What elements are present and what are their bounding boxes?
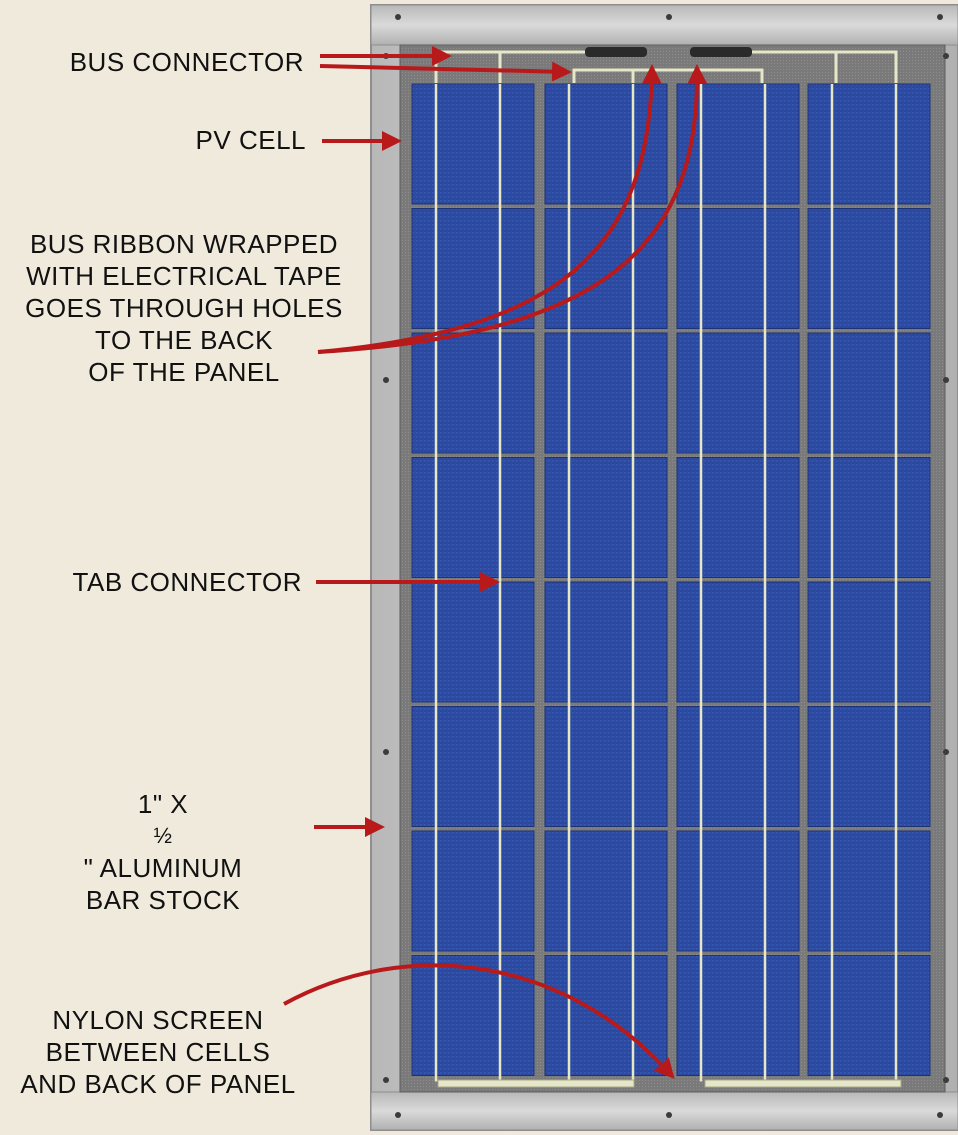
nylon-screen-line-1: NYLON SCREEN [52, 1005, 264, 1035]
pv-cell-grid [411, 83, 931, 1076]
pv-cell [676, 955, 800, 1076]
pv-cell [544, 581, 668, 703]
pv-cell [676, 706, 800, 827]
bus-ribbon-line-2: WITH ELECTRICAL TAPE [26, 261, 342, 291]
label-aluminum-bar-stock: 1" X ½ " ALUMINUM BAR STOCK [8, 788, 318, 916]
pv-cell [411, 581, 535, 703]
tab-connector-ribbons [434, 84, 898, 1082]
label-pv-cell: PV CELL [195, 125, 306, 155]
label-tab-connector: TAB CONNECTOR [72, 567, 302, 597]
bus-connector-tapes [585, 47, 752, 57]
pv-cell [544, 332, 668, 454]
pv-cell [676, 457, 800, 578]
callout-arrows [283, 46, 708, 1079]
pv-cell [807, 955, 931, 1076]
pv-cell [411, 83, 535, 205]
aluminum-line-2: BAR STOCK [85, 885, 241, 915]
pv-cell [676, 332, 800, 454]
pv-cell [807, 706, 931, 827]
pv-cell [676, 581, 800, 703]
arrow-bus-ribbon-1 [317, 64, 662, 354]
arrow-bus-connector-2 [319, 61, 572, 82]
label-nylon-screen: NYLON SCREEN BETWEEN CELLS AND BACK OF P… [4, 1004, 312, 1100]
pv-cell [411, 208, 535, 329]
pv-cell [544, 955, 668, 1076]
bus-ribbon-line-5: OF THE PANEL [88, 357, 280, 387]
bus-ribbon-line-3: GOES THROUGH HOLES [25, 293, 343, 323]
nylon-screen-line-2: BETWEEN CELLS [45, 1037, 271, 1067]
aluminum-line-1-suffix: " ALUMINUM [83, 853, 243, 883]
pv-cell [676, 830, 800, 952]
pv-cell [807, 332, 931, 454]
pv-cell [411, 830, 535, 952]
pv-cell [411, 332, 535, 454]
aluminum-fraction: ½ [153, 823, 173, 848]
pv-cell [807, 830, 931, 952]
pv-cell [411, 457, 535, 578]
pv-cell [411, 706, 535, 827]
label-bus-connector: BUS CONNECTOR [69, 47, 304, 77]
pv-cell [544, 706, 668, 827]
pv-cell [807, 581, 931, 703]
arrow-nylon-screen [283, 963, 675, 1079]
pv-cell [544, 208, 668, 329]
pv-cell [807, 83, 931, 205]
arrow-bus-ribbon-2 [317, 64, 708, 354]
label-bus-ribbon: BUS RIBBON WRAPPED WITH ELECTRICAL TAPE … [16, 228, 352, 388]
nylon-screen-line-3: AND BACK OF PANEL [20, 1069, 296, 1099]
bus-ribbon-line-1: BUS RIBBON WRAPPED [29, 229, 339, 259]
aluminum-line-1-prefix: 1" X [137, 789, 189, 819]
pv-cell [807, 208, 931, 329]
pv-cell [544, 830, 668, 952]
pv-cell [411, 955, 535, 1076]
bus-ribbons-bottom [437, 1079, 902, 1088]
aluminum-line-1: 1" X ½ " ALUMINUM [8, 788, 318, 884]
pv-cell [544, 457, 668, 578]
bus-ribbon-line-4: TO THE BACK [95, 325, 273, 355]
pv-cell [807, 457, 931, 578]
pv-cell [676, 208, 800, 329]
